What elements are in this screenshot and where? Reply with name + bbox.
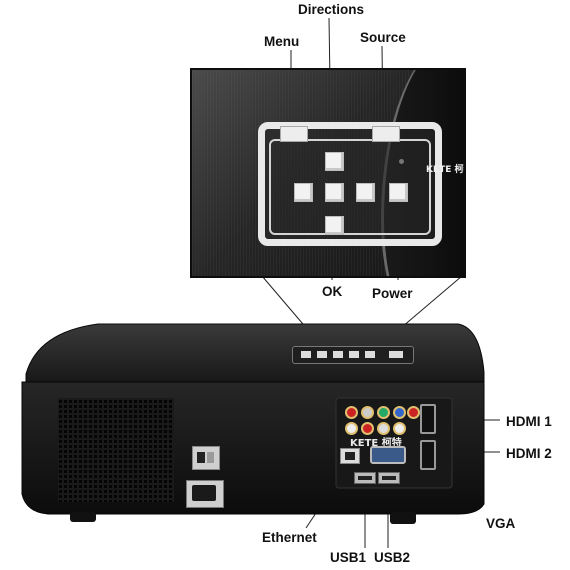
usb-port-icon[interactable] bbox=[354, 472, 376, 484]
power-socket-icon[interactable] bbox=[186, 480, 224, 508]
label-ethernet: Ethernet bbox=[262, 530, 317, 545]
brand-logo-closeup: KETE 柯特 bbox=[426, 165, 464, 175]
rca-jack-icon[interactable] bbox=[407, 406, 420, 419]
rca-jack-icon[interactable] bbox=[345, 422, 358, 435]
top-control-panel bbox=[292, 346, 414, 364]
rca-jack-icon[interactable] bbox=[377, 422, 390, 435]
label-usb2: USB2 bbox=[374, 550, 411, 565]
hdmi-port-icon[interactable] bbox=[420, 404, 436, 434]
panel-key[interactable] bbox=[317, 351, 327, 358]
panel-key[interactable] bbox=[365, 351, 375, 358]
rca-jack-icon[interactable] bbox=[377, 406, 390, 419]
power-switch-icon[interactable] bbox=[192, 446, 220, 470]
label-usb1: USB1 bbox=[330, 550, 367, 565]
label-hdmi-2: HDMI 2 bbox=[506, 446, 552, 461]
usb-port-icon[interactable] bbox=[378, 472, 400, 484]
label-directions: Directions bbox=[298, 2, 365, 17]
vga-port-icon[interactable] bbox=[370, 446, 406, 464]
label-vga: VGA bbox=[486, 516, 516, 531]
panel-key[interactable] bbox=[389, 351, 403, 358]
label-power: Power bbox=[372, 286, 413, 301]
panel-key[interactable] bbox=[333, 351, 343, 358]
rca-jack-icon[interactable] bbox=[345, 406, 358, 419]
menu-key[interactable] bbox=[280, 126, 308, 142]
left-key[interactable] bbox=[294, 183, 313, 202]
up-key[interactable] bbox=[325, 152, 344, 171]
panel-key[interactable] bbox=[349, 351, 359, 358]
rca-jack-icon[interactable] bbox=[361, 406, 374, 419]
power-key[interactable] bbox=[389, 183, 408, 202]
panel-key[interactable] bbox=[301, 351, 311, 358]
right-key[interactable] bbox=[356, 183, 375, 202]
status-led bbox=[399, 159, 404, 164]
rca-jack-icon[interactable] bbox=[361, 422, 374, 435]
down-key[interactable] bbox=[325, 216, 344, 235]
projector-rear-view bbox=[21, 323, 485, 524]
label-hdmi-1: HDMI 1 bbox=[506, 414, 552, 429]
control-panel-closeup: KETE 柯特 bbox=[190, 68, 466, 278]
label-ok: OK bbox=[322, 284, 343, 299]
rca-jack-icon[interactable] bbox=[393, 406, 406, 419]
ethernet-port-icon[interactable] bbox=[340, 448, 360, 464]
directional-keypad-icon bbox=[258, 122, 442, 246]
label-source: Source bbox=[360, 30, 406, 45]
source-key[interactable] bbox=[372, 126, 400, 142]
ok-key[interactable] bbox=[325, 183, 344, 202]
hdmi-port-icon[interactable] bbox=[420, 440, 436, 470]
label-menu: Menu bbox=[264, 34, 300, 49]
rca-jack-icon[interactable] bbox=[393, 422, 406, 435]
brand-logo-body: KETE 柯特 bbox=[350, 438, 402, 449]
